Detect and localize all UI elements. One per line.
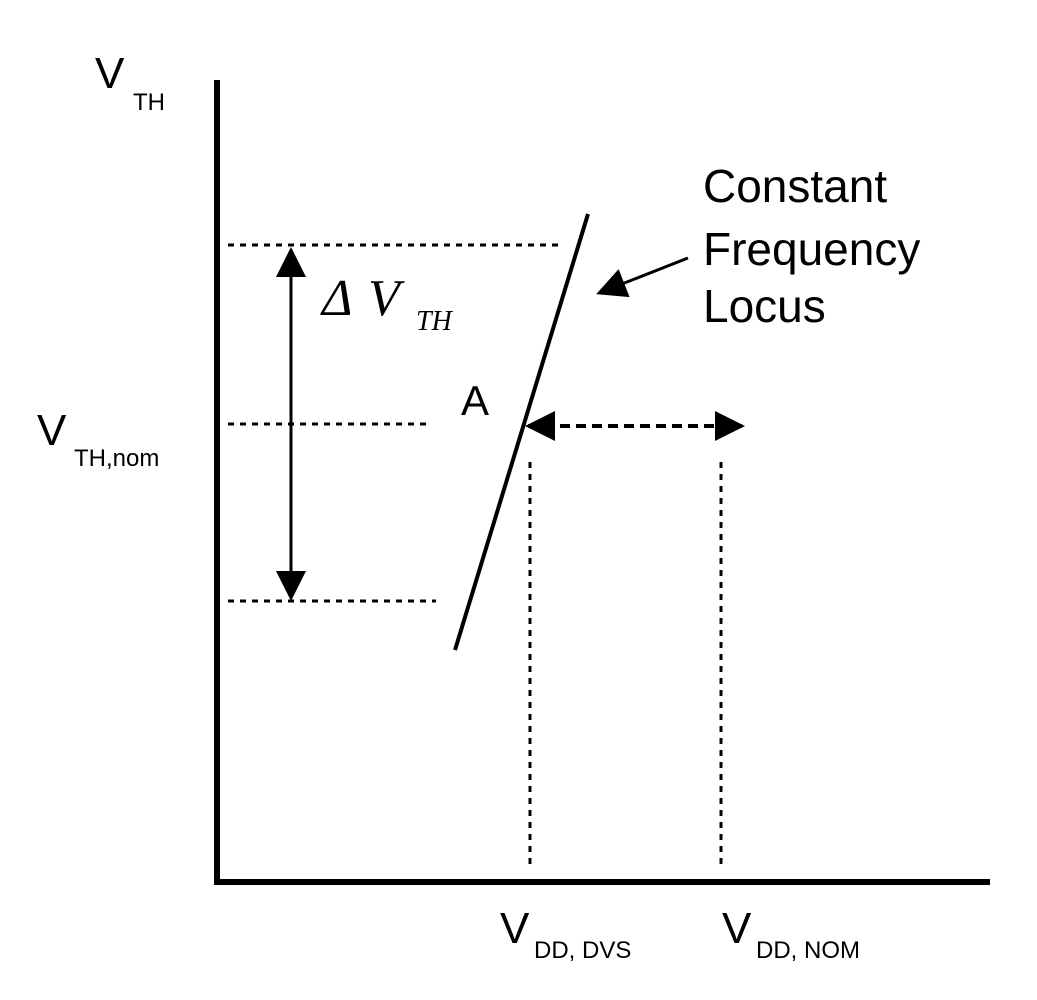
vth-nom-label: V TH,nom [37, 406, 159, 472]
point-a-label: A [461, 377, 489, 424]
vdd-dvs-label: V DD, DVS [500, 904, 631, 964]
vdd-nom-label: V DD, NOM [722, 904, 860, 964]
constant-frequency-locus-line [453, 213, 590, 651]
delta-vth-label: Δ V TH [320, 270, 454, 337]
locus-label: Constant Frequency Locus [703, 160, 933, 332]
y-axis-label: V TH [95, 49, 165, 116]
locus-pointer-arrow [596, 256, 689, 298]
